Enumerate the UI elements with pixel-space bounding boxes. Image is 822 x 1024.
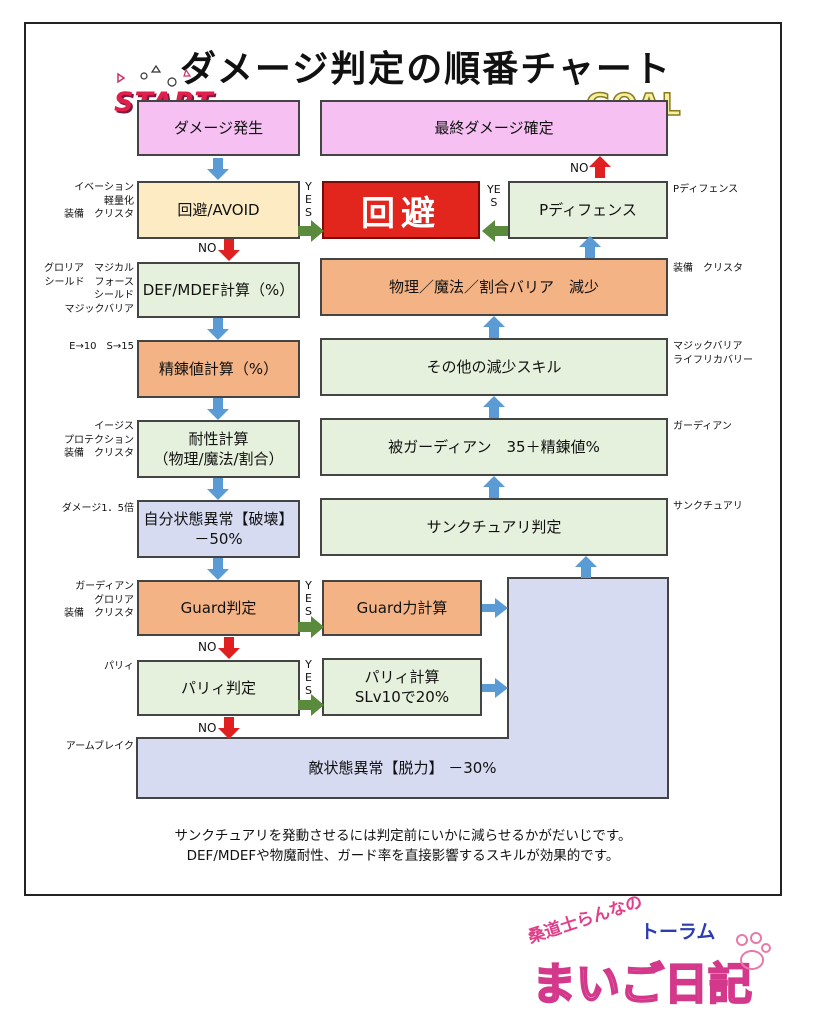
sparkle-decoration xyxy=(117,64,192,87)
paw-icon xyxy=(736,932,771,970)
self-status-box: 自分状態異常【破壊】 －50% xyxy=(137,500,300,558)
note-def: グロリア マジカル シールド フォース シールド マジックバリア xyxy=(44,263,134,315)
arrow-down-no-guard xyxy=(218,637,240,659)
no-label-avoid: NO xyxy=(198,241,217,255)
note-guard: ガーディアン グロリア 装備 クリスタ xyxy=(64,581,134,619)
no-label-parry: NO xyxy=(198,721,217,735)
note-resist: イージス プロテクション 装備 クリスタ xyxy=(64,421,134,459)
no-label-guard: NO xyxy=(198,640,217,654)
arrow-down-no-parry xyxy=(218,717,240,739)
arrow-up-sanctuary xyxy=(575,556,597,578)
arrow-up-pdef xyxy=(579,236,601,258)
chart-frame xyxy=(24,22,782,896)
note-self-status: ダメージ1．5倍 xyxy=(61,503,134,514)
arrow-yes-parry xyxy=(298,694,324,716)
arrow-down-2 xyxy=(207,318,229,340)
watermark-game: トーラム xyxy=(640,921,716,943)
arrow-yes-pdef xyxy=(482,220,508,242)
arrow-down-no-avoid xyxy=(218,239,240,261)
chart-title: ダメージ判定の順番チャート xyxy=(180,49,672,90)
no-label-final: NO xyxy=(570,161,589,175)
parry-judge-box: パリィ判定 xyxy=(137,660,300,716)
footnote-line-1: サンクチュアリを発動させるには判定前にいかに減らせるかがだいじです。 xyxy=(174,828,632,844)
guardian-box: 被ガーディアン 35＋精錬値% xyxy=(320,418,668,476)
arrow-up-guardian xyxy=(483,476,505,498)
footnote-line-2: DEF/MDEFや物魔耐性、ガード率を直接影響するスキルが効果的です。 xyxy=(186,848,620,865)
arrow-guard-calc xyxy=(482,598,508,618)
parry-calc-box: パリィ計算 SLv10で20% xyxy=(322,658,482,716)
yes-label-parry: Y E S xyxy=(305,658,312,698)
arrow-parry-calc xyxy=(482,678,508,698)
sanctuary-box: サンクチュアリ判定 xyxy=(320,498,668,556)
arrow-yes-avoid xyxy=(298,220,324,242)
def-calc-box: DEF/MDEF計算（%） xyxy=(137,262,300,318)
enemy-status-label: 敵状態異常【脱力】 －30% xyxy=(308,758,497,777)
damage-occur-box: ダメージ発生 xyxy=(137,100,300,156)
arrow-up-other xyxy=(483,396,505,418)
note-avoid: イベーション 軽量化 装備 クリスタ xyxy=(64,182,134,220)
note-sanctuary: サンクチュアリ xyxy=(673,501,743,512)
arrow-up-final xyxy=(589,156,611,178)
barrier-reduce-box: 物理／魔法／割合バリア 減少 xyxy=(320,258,668,316)
other-skill-box: その他の減少スキル xyxy=(320,338,668,396)
arrow-down-4 xyxy=(207,478,229,500)
arrow-down-3 xyxy=(207,398,229,420)
note-other: マジックバリア ライフリカバリー xyxy=(673,341,753,366)
arrow-up-barrier xyxy=(483,316,505,338)
footnote: サンクチュアリを発動させるには判定前にいかに減らせるかがだいじです。 DEF/M… xyxy=(40,826,766,867)
final-damage-box: 最終ダメージ確定 xyxy=(320,100,668,156)
kaihi-banner: 回避 xyxy=(322,181,480,239)
arrow-down-5 xyxy=(207,558,229,580)
avoid-box: 回避/AVOID xyxy=(137,181,300,239)
note-refine: E→10 S→15 xyxy=(69,341,134,352)
yes-label-avoid: Y E S xyxy=(305,180,312,220)
yes-label-pdef: YE S xyxy=(487,183,501,210)
note-guardian: ガーディアン xyxy=(673,421,732,432)
yes-label-guard: Y E S xyxy=(305,579,312,619)
note-p-defense: Pディフェンス xyxy=(673,184,739,195)
guard-calc-box: Guard力計算 xyxy=(322,580,482,636)
refine-calc-box: 精錬値計算（%） xyxy=(137,340,300,398)
guard-judge-box: Guard判定 xyxy=(137,580,300,636)
arrow-down-1 xyxy=(207,158,229,180)
note-parry: パリィ xyxy=(104,661,134,672)
note-enemy: アームブレイク xyxy=(65,741,134,752)
resist-calc-box: 耐性計算 （物理/魔法/割合） xyxy=(137,420,300,478)
p-defense-box: Pディフェンス xyxy=(508,181,668,239)
note-barrier: 装備 クリスタ xyxy=(673,263,743,274)
arrow-yes-guard xyxy=(298,616,324,638)
watermark-blog-name: まいご日記 xyxy=(531,958,753,1011)
